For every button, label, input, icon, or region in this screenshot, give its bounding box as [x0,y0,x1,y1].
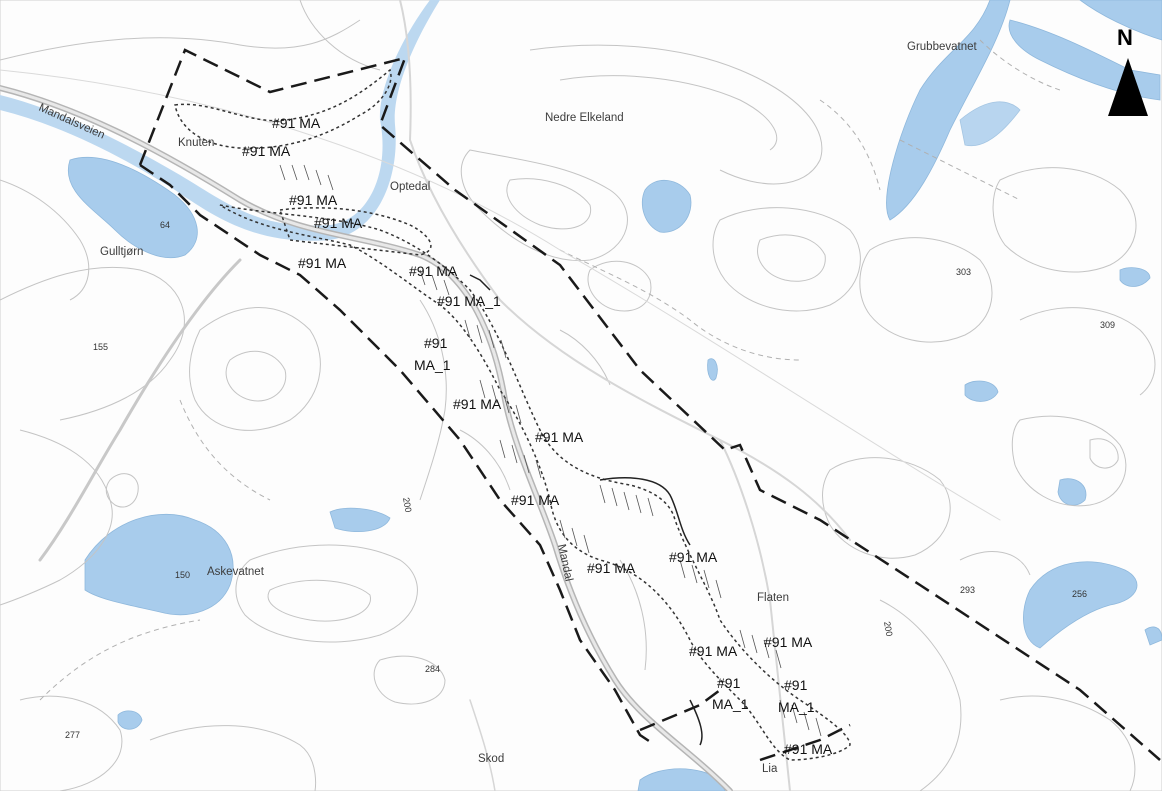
footpaths [39,39,1061,701]
lake-256 [1023,561,1138,649]
zone-label: MA_1 [712,696,749,712]
lake-small-mid [964,380,999,402]
road-optedal [409,139,851,541]
spot-height-277: 277 [65,730,80,740]
place-optedal: Optedal [390,181,430,193]
place-lia: Lia [762,763,778,775]
spot-height-200-west: 200 [401,497,413,514]
spot-height-293: 293 [960,585,975,595]
zone-labels: #91 MA #91 MA #91 MA #91 MA #91 MA #91 M… [242,115,833,757]
zone-outline-north [174,68,392,149]
north-arrow-icon [1108,58,1148,116]
spot-height-303: 303 [956,267,971,277]
zone-label: #91 MA [409,263,458,279]
road-east [719,439,791,791]
zone-label: #91 MA [314,215,363,231]
place-flaten: Flaten [757,592,789,604]
power-line [0,69,1001,521]
zone-label: MA_1 [414,357,451,373]
roads [0,0,1001,791]
zone-label: #91 MA [453,396,502,412]
zone-label: #91 [717,675,741,691]
zone-label: #91 MA_1 [437,293,501,309]
zone-outline-upper [278,207,432,256]
lake-askevatnet [84,513,234,616]
lake-grubbevatnet-west [886,0,1011,221]
north-label: N [1117,25,1133,50]
protected-zones [174,68,851,761]
zone-label: #91 MA [764,634,813,650]
spot-height-284: 284 [425,664,440,674]
lake-1080 [1057,478,1087,506]
lake-east-strip [959,101,1021,147]
north-arrow: N [1108,25,1148,116]
zone-label: #91 MA [242,143,291,159]
place-names: Grubbevatnet Nedre Elkeland Knuten Opted… [100,41,977,775]
spot-height-309: 309 [1100,320,1115,330]
road-west-lower [38,258,242,562]
zone-outline-main [219,204,851,761]
zone-label: #91 MA [689,643,738,659]
lake-right-edge [1144,626,1162,646]
place-askevatnet: Askevatnet [207,566,265,578]
lake-bottom-left [117,710,143,730]
lake-east-right [1119,267,1151,287]
place-gulltjorn: Gulltjørn [100,246,143,258]
lake-gulltjorn [67,156,198,259]
spot-height-155: 155 [93,342,108,352]
zone-label: #91 MA [784,741,833,757]
zone-label: #91 MA [511,492,560,508]
spot-height-150: 150 [175,570,190,580]
place-grubbevatnet: Grubbevatnet [907,41,977,53]
zone-label: #91 MA [272,115,321,131]
place-nedre-elkeland: Nedre Elkeland [545,112,624,124]
place-knuten: Knuten [178,137,214,149]
lake-center-north [641,180,692,233]
zone-label: #91 MA [669,549,718,565]
spot-height-256: 256 [1072,589,1087,599]
zone-label: #91 [424,335,448,351]
zone-hatching [279,164,822,737]
zone-label: MA_1 [778,699,815,715]
place-skod: Skod [478,753,504,765]
zone-label: #91 MA [587,560,636,576]
spot-heights: 64 155 150 303 309 293 256 284 277 200 2… [65,220,1115,740]
lake-small-east [707,358,718,381]
road-skod [469,699,496,791]
road-north [399,0,412,141]
zone-label: #91 MA [289,192,338,208]
zone-label: #91 MA [535,429,584,445]
zone-solid-lines [469,274,703,746]
spot-height-64: 64 [160,220,170,230]
spot-height-200-east: 200 [882,621,894,638]
lake-small-center [329,507,391,533]
zone-label: #91 [784,677,808,693]
zone-label: #91 MA [298,255,347,271]
